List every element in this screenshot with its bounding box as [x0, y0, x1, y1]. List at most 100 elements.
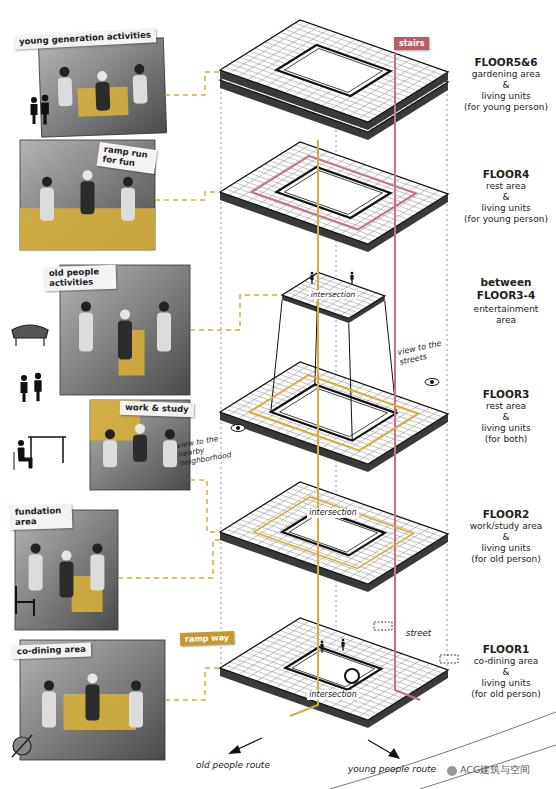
floor-description: entertainment area [471, 304, 541, 326]
floor-heading: FLOOR2 [483, 508, 530, 521]
room-grid [225, 485, 443, 581]
tag-text: co-dining area [17, 645, 86, 657]
floor-description: living units [481, 203, 530, 214]
person-body [90, 554, 104, 590]
person-body [121, 188, 135, 221]
sitting-person-body [14, 448, 32, 470]
person-head [42, 177, 52, 187]
tag-text: stairs [399, 39, 424, 48]
ramp-tag: ramp way [180, 631, 234, 646]
tag-text: ramp run for fun [102, 145, 152, 171]
floor-heading: FLOOR4 [483, 168, 530, 181]
person-icon-body [341, 642, 344, 651]
atrium-edge [280, 388, 388, 436]
atrium-void [277, 167, 391, 218]
tag-text: work & study [125, 403, 189, 415]
person-head [92, 543, 102, 553]
person-body [42, 692, 56, 728]
tag-text: fundation area [15, 506, 68, 527]
eye-icon [425, 379, 439, 386]
guide-line [447, 74, 448, 668]
person-head [31, 543, 41, 553]
floor-plate [220, 482, 448, 592]
person-icon-body [320, 644, 323, 653]
young-route [394, 52, 396, 690]
plate-top [220, 142, 448, 244]
person-icon-body [350, 275, 353, 284]
person-body [157, 313, 171, 352]
floor-description: (for young person) [464, 214, 548, 225]
person-body [118, 320, 132, 359]
floor-description: (for young person) [464, 102, 548, 113]
floor-description: & [502, 532, 509, 543]
person-icon-head [31, 97, 37, 103]
yellow-highlight [64, 694, 137, 730]
photo [38, 38, 166, 137]
plate-top [220, 618, 448, 720]
atrium-edge [284, 49, 382, 93]
guide-line [221, 72, 222, 668]
room-grid [287, 275, 381, 315]
floor-plate [220, 362, 448, 472]
person-icon-head [311, 272, 314, 275]
street-arrow-box [374, 622, 392, 630]
photo-tag: co-dining area [12, 643, 91, 660]
floor-description: rest area [486, 181, 526, 192]
floor-description: living units [481, 678, 530, 689]
chair-icon [16, 586, 34, 616]
young-route [395, 690, 420, 700]
atrium-void [271, 385, 396, 441]
person-icon-head [21, 375, 27, 381]
floor-description: living units [481, 423, 530, 434]
atrium-edge [289, 513, 377, 553]
tag-text: young generation activities [19, 31, 151, 48]
arrow-head [388, 748, 400, 759]
route-arrow [236, 738, 262, 750]
person-body [103, 440, 117, 467]
atrium-void [286, 647, 382, 690]
sitting-person-head [18, 440, 24, 446]
person-icon-body [31, 104, 38, 124]
view-label: view to the nearby neighborhood [176, 431, 238, 468]
photo-leader [190, 295, 280, 330]
person-body [163, 440, 177, 467]
photo-leader [165, 668, 220, 700]
desk-icon [28, 437, 66, 463]
floor-plate [220, 142, 448, 252]
grid-line [260, 45, 408, 97]
floor-description: & [502, 80, 509, 91]
person-body [79, 313, 93, 352]
floor-description: (for old person) [471, 689, 541, 700]
person-icon-head [351, 272, 354, 275]
floor-heading: FLOOR5&6 [474, 56, 537, 69]
plate-outline [220, 482, 448, 584]
person-body [129, 692, 143, 728]
room-grid [225, 23, 443, 119]
photo-leader [165, 72, 220, 95]
watermark-icon [447, 766, 457, 776]
atrium-void [277, 45, 391, 96]
photo-tag: young generation activities [14, 28, 156, 49]
person-icon-body [21, 382, 28, 402]
street-arrow-box [440, 655, 458, 663]
plate-outline [220, 618, 448, 720]
floor-description: living units [481, 543, 530, 554]
person-head [83, 170, 93, 180]
person-body [133, 435, 147, 462]
floor-description: & [502, 667, 509, 678]
intersection-label: intersection [307, 690, 358, 700]
photo-tag: work & study [120, 401, 194, 417]
floor-description: & [502, 192, 509, 203]
floor-description: co-dining area [474, 656, 539, 667]
photo-tag: ramp run for fun [97, 142, 158, 173]
floor-description: (for old person) [471, 554, 541, 565]
plate-outline [282, 273, 385, 319]
room-grid [225, 365, 443, 461]
intersection-label: intersection [307, 508, 358, 518]
person-head [81, 302, 91, 312]
arrow-head [228, 745, 241, 754]
grid-line [265, 640, 413, 692]
person-head [105, 429, 115, 439]
